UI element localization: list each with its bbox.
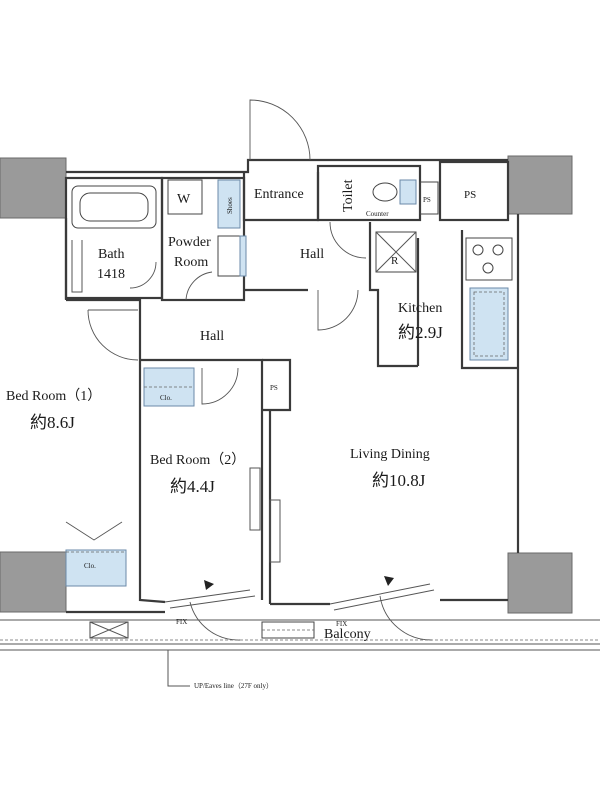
window-arrow-2 [384, 576, 394, 586]
balcony-label: Balcony [324, 627, 371, 642]
hall-main-label: Hall [200, 329, 224, 344]
counter-label: Counter [366, 210, 389, 218]
powder-door-arc [185, 271, 213, 301]
ps-small-label: PS [423, 196, 431, 204]
burner-1 [472, 244, 484, 256]
kitchen-area: 約2.9J [398, 323, 443, 342]
kitchen-name: Kitchen [398, 301, 442, 316]
bath-door-arc [129, 261, 157, 289]
refrigerator-cross [375, 231, 417, 273]
living-area: 約10.8J [372, 471, 426, 490]
bedroom2-name: Bed Room（2） [150, 452, 245, 468]
window-bedroom2-swing [189, 601, 241, 641]
bedroom1-area: 約8.6J [30, 413, 75, 432]
bedroom2-door [201, 367, 239, 405]
bath-name: Bath [98, 247, 124, 262]
window-arrow-1 [204, 580, 214, 590]
eaves-note: UP/Eaves line（27F only） [194, 682, 273, 690]
aircon-unit-1 [89, 621, 129, 639]
bathtub [71, 185, 157, 229]
bath-bench [71, 240, 83, 293]
sliding-door-1 [249, 467, 261, 531]
shoes-label: Shoes [226, 197, 234, 214]
eaves-leader [167, 650, 190, 687]
living-name: Living Dining [350, 447, 430, 462]
washer-label: W [177, 192, 191, 207]
window-living-swing [379, 595, 433, 641]
closet1-label: Clo. [84, 562, 96, 570]
hall-entry-label: Hall [300, 247, 324, 262]
washer-box [167, 179, 203, 215]
bedroom1-name: Bed Room（1） [6, 388, 101, 404]
column-bottom-left [0, 551, 67, 613]
column-top-left [0, 157, 67, 219]
refrigerator-box [375, 231, 417, 273]
ps-top-label: PS [464, 189, 476, 201]
stove [465, 237, 513, 281]
powder-sink [217, 235, 241, 277]
toilet-bowl [372, 182, 398, 202]
fix1-label: FIX [176, 618, 187, 626]
wall-kitchen-left [368, 222, 418, 368]
wall-ps-mid [262, 358, 292, 412]
column-bottom-right [507, 552, 573, 614]
kitchen-sink-inner [473, 291, 505, 357]
aircon-unit-1-cross [89, 621, 129, 639]
ps-small-box [419, 181, 439, 215]
toilet-label: Toilet [341, 179, 356, 212]
burner-2 [492, 244, 504, 256]
column-top-right [507, 155, 573, 215]
wall-bedroom2 [140, 358, 264, 600]
ps-mid-label: PS [270, 384, 278, 392]
bathtub-inner [79, 192, 149, 222]
shoes-cabinet [217, 179, 241, 229]
closet-bedroom1 [65, 549, 127, 587]
toilet-door-arc [329, 221, 367, 259]
balcony-edge [0, 619, 600, 651]
fix2-label: FIX [336, 620, 347, 628]
hall-door-arc [317, 289, 359, 331]
bedroom2-area: 約4.4J [170, 477, 215, 496]
entrance-label: Entrance [254, 187, 304, 202]
bedroom1-door [87, 309, 139, 361]
kitchen-sink [469, 287, 509, 361]
powder-name-2: Room [174, 255, 208, 270]
sliding-door-2 [269, 499, 281, 563]
wall-ps-top [438, 160, 510, 222]
toilet-tank [399, 179, 417, 205]
wall-kitchen-counter [460, 230, 518, 370]
bath-size: 1418 [97, 267, 125, 282]
powder-name-1: Powder [168, 235, 211, 250]
window-bedroom2 [164, 589, 256, 609]
entrance-door [249, 99, 311, 161]
powder-mirror [239, 235, 247, 277]
window-living [329, 583, 435, 611]
burner-3 [482, 262, 494, 274]
closet2-label: Clo. [160, 394, 172, 402]
closet-bedroom1-doors [65, 521, 123, 541]
refrigerator-label: R [391, 255, 399, 267]
wall-top [66, 158, 508, 174]
